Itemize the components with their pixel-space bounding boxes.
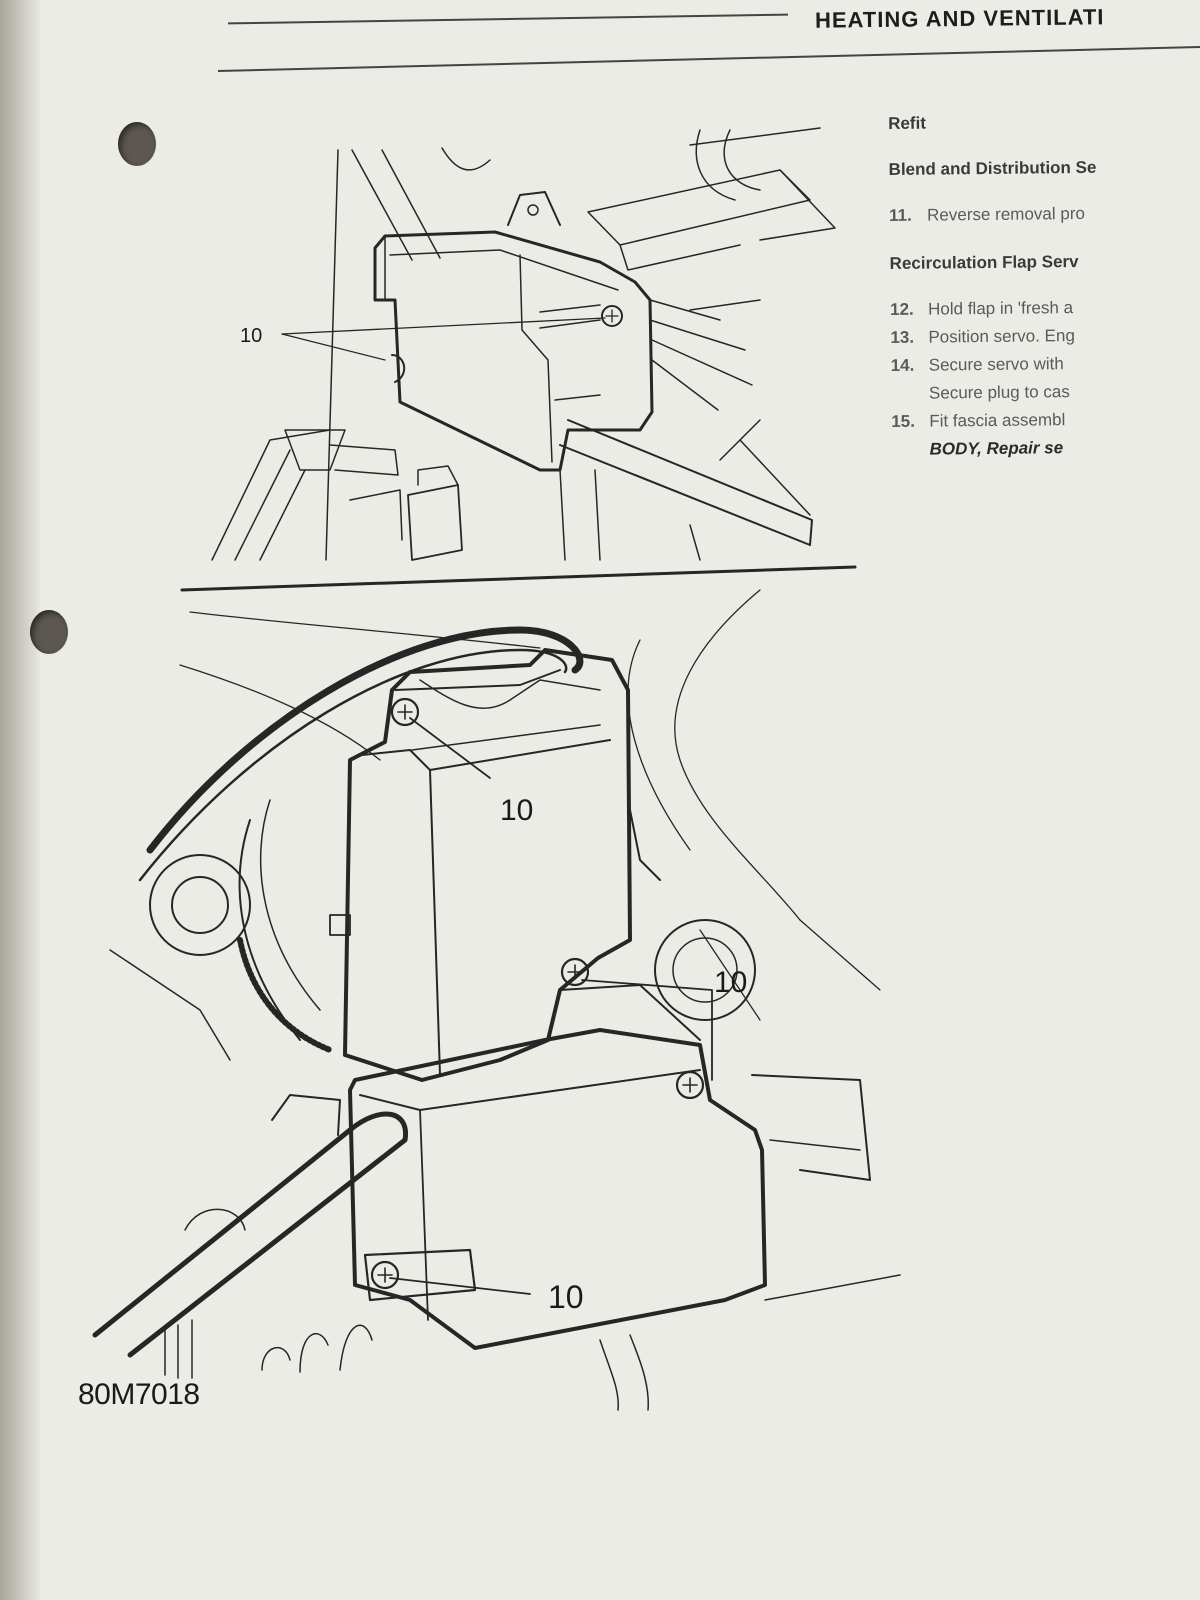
callout-10-screw-right: 10 <box>714 966 747 999</box>
binder-hole-top <box>118 122 156 166</box>
callout-10-screw-lower: 10 <box>548 1279 584 1315</box>
callout-10-top: 10 <box>240 325 262 347</box>
bottom-illustration <box>92 589 901 1411</box>
callout-10-screw-upper: 10 <box>500 794 533 827</box>
figure-code: 80M7018 <box>78 1378 200 1411</box>
top-illustration <box>180 127 857 592</box>
binder-hole-middle <box>30 610 68 654</box>
page-edge-shadow <box>0 0 40 1600</box>
